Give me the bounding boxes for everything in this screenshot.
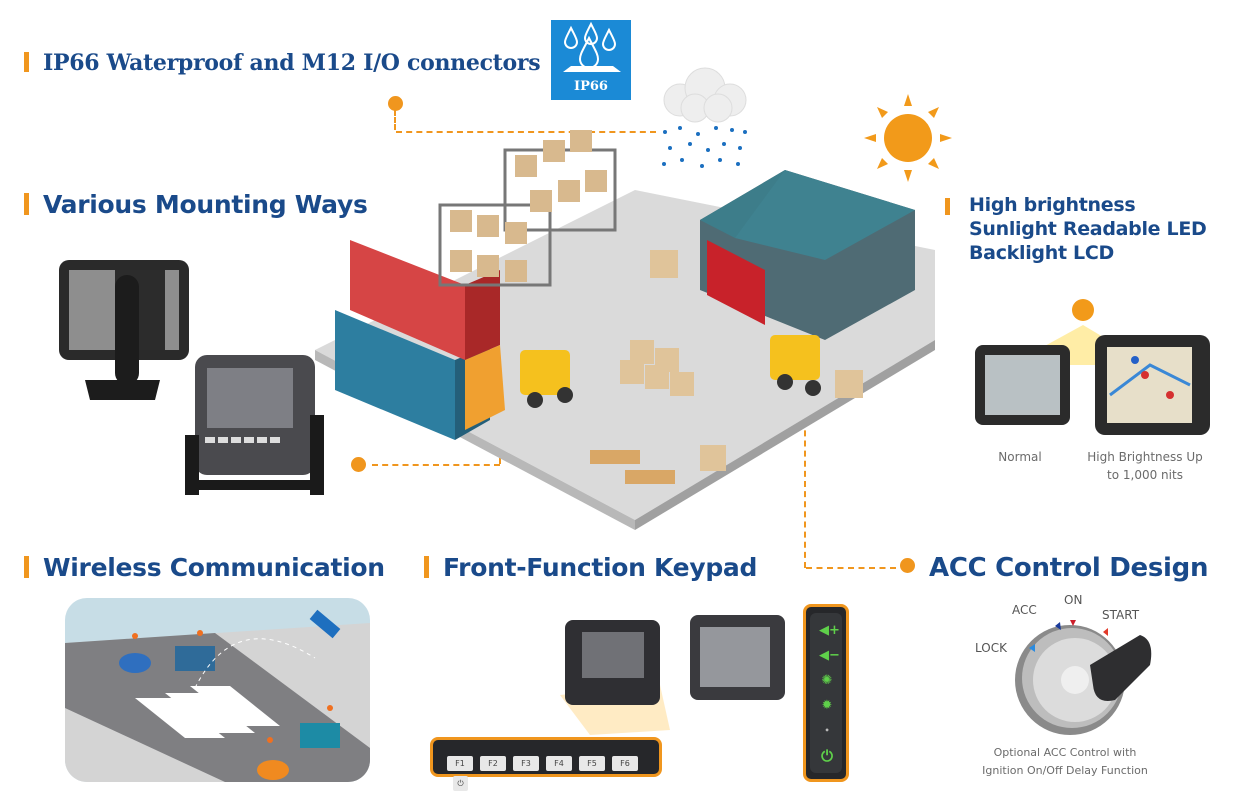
keypad-title: Front-Function Keypad bbox=[443, 553, 758, 582]
f4-key[interactable]: F4 bbox=[546, 756, 572, 771]
acc-label-acc: ACC bbox=[1012, 603, 1037, 617]
brightness-title-line: High brightness bbox=[969, 194, 1136, 216]
ip66-title: IP66 Waterproof and M12 I/O connectors bbox=[43, 50, 541, 76]
connector-line bbox=[396, 131, 656, 133]
function-keypad: F1 F2 F3 F4 F5 F6 ⏻ bbox=[430, 737, 662, 791]
caption-line: Ignition On/Off Delay Function bbox=[982, 764, 1148, 777]
f2-key[interactable]: F2 bbox=[480, 756, 506, 771]
brightness-heading: High brightness Sunlight Readable LED Ba… bbox=[945, 193, 1207, 265]
accent-bar bbox=[945, 198, 950, 215]
connector-line bbox=[394, 110, 396, 130]
warehouse-scene-illustration bbox=[315, 130, 935, 530]
ip66-heading: IP66 Waterproof and M12 I/O connectors bbox=[24, 50, 541, 76]
brightness-down-icon[interactable]: ✹ bbox=[821, 698, 833, 713]
acc-title: ACC Control Design bbox=[929, 553, 1209, 583]
water-drops-icon bbox=[563, 21, 621, 72]
keypad-devices-illustration bbox=[560, 615, 785, 735]
acc-caption: Optional ACC Control with Ignition On/Of… bbox=[960, 744, 1170, 780]
power-key[interactable]: ⏻ bbox=[453, 776, 468, 791]
accent-bar bbox=[24, 556, 29, 578]
keypad-heading: Front-Function Keypad bbox=[424, 553, 757, 582]
ip66-badge-label: IP66 bbox=[574, 79, 608, 94]
acc-label-on: ON bbox=[1064, 593, 1083, 607]
accent-bar bbox=[424, 556, 429, 578]
power-icon[interactable]: ⏻ bbox=[821, 747, 833, 765]
caption-line: Optional ACC Control with bbox=[993, 746, 1137, 759]
ip66-badge: IP66 bbox=[551, 20, 631, 100]
volume-up-icon[interactable]: ◀+ bbox=[819, 623, 840, 638]
wireless-title: Wireless Communication bbox=[43, 553, 385, 582]
accent-bar bbox=[24, 52, 29, 72]
accent-bar bbox=[24, 193, 29, 215]
mounting-title: Various Mounting Ways bbox=[43, 190, 368, 219]
connector-line bbox=[804, 400, 806, 568]
f6-key[interactable]: F6 bbox=[612, 756, 638, 771]
brightness-title-line: Sunlight Readable LED bbox=[969, 218, 1207, 240]
sun-icon bbox=[864, 94, 952, 182]
mounting-connector-dot bbox=[351, 457, 366, 472]
caption-line: to 1,000 nits bbox=[1107, 468, 1183, 482]
brightness-up-icon[interactable]: ✺ bbox=[821, 673, 833, 688]
mounting-heading: Various Mounting Ways bbox=[24, 190, 368, 219]
acc-label-start: START bbox=[1102, 608, 1140, 622]
rain-cloud-icon bbox=[662, 67, 747, 168]
connector-line bbox=[806, 567, 896, 569]
acc-dot bbox=[900, 558, 915, 573]
mounting-devices-illustration bbox=[59, 260, 324, 495]
connector-line bbox=[372, 464, 500, 466]
acc-label-lock: LOCK bbox=[975, 641, 1007, 655]
side-keypad: ◀+ ◀− ✺ ✹ • ⏻ bbox=[803, 604, 849, 782]
brightness-title-line: Backlight LCD bbox=[969, 242, 1114, 264]
wireless-communication-illustration bbox=[65, 598, 370, 782]
f3-key[interactable]: F3 bbox=[513, 756, 539, 771]
normal-caption: Normal bbox=[998, 450, 1042, 464]
ip66-connector-dot bbox=[388, 96, 403, 111]
acc-heading: ACC Control Design bbox=[900, 553, 1209, 583]
volume-down-icon[interactable]: ◀− bbox=[819, 648, 840, 663]
f1-key[interactable]: F1 bbox=[447, 756, 473, 771]
f5-key[interactable]: F5 bbox=[579, 756, 605, 771]
brightness-comparison-illustration bbox=[975, 299, 1210, 435]
ignition-switch-illustration bbox=[1015, 620, 1152, 735]
side-keypad-panel: ◀+ ◀− ✺ ✹ • ⏻ bbox=[810, 613, 842, 773]
high-brightness-caption: High Brightness Up to 1,000 nits bbox=[1070, 448, 1220, 484]
indicator-icon: • bbox=[824, 726, 830, 735]
wireless-heading: Wireless Communication bbox=[24, 553, 385, 582]
caption-line: High Brightness Up bbox=[1087, 450, 1203, 464]
